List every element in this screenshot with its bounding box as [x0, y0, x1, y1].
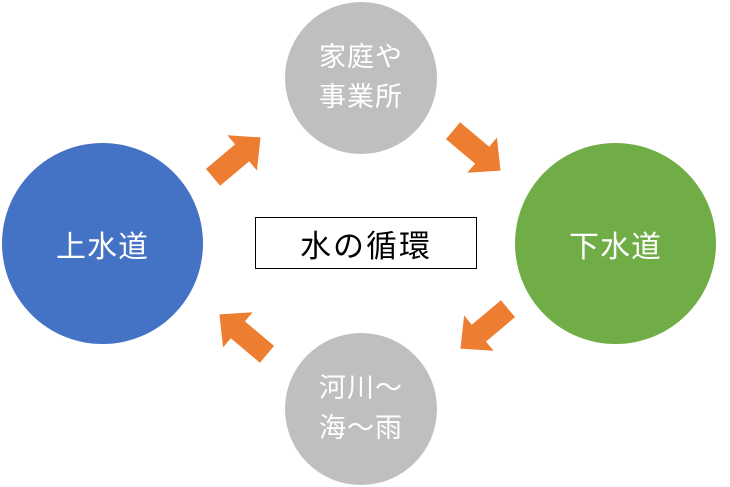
node-rivers-sea-rain-label: 河川〜 海〜雨 [319, 373, 403, 444]
diagram-title-box: 水の循環 [255, 217, 477, 269]
arrow-down-left [460, 300, 516, 351]
node-sewerage: 下水道 [515, 143, 716, 344]
node-water-supply: 上水道 [2, 143, 203, 344]
node-water-supply-label: 上水道 [56, 229, 149, 265]
diagram-title: 水の循環 [300, 228, 432, 265]
node-sewerage-label: 下水道 [569, 229, 662, 265]
node-homes-businesses-label: 家庭や 事業所 [319, 42, 403, 113]
node-homes-businesses: 家庭や 事業所 [285, 2, 437, 154]
arrow-down-right [445, 122, 501, 173]
arrow-up-right [205, 135, 261, 186]
arrow-up-left [219, 312, 275, 363]
node-rivers-sea-rain: 河川〜 海〜雨 [285, 333, 437, 485]
